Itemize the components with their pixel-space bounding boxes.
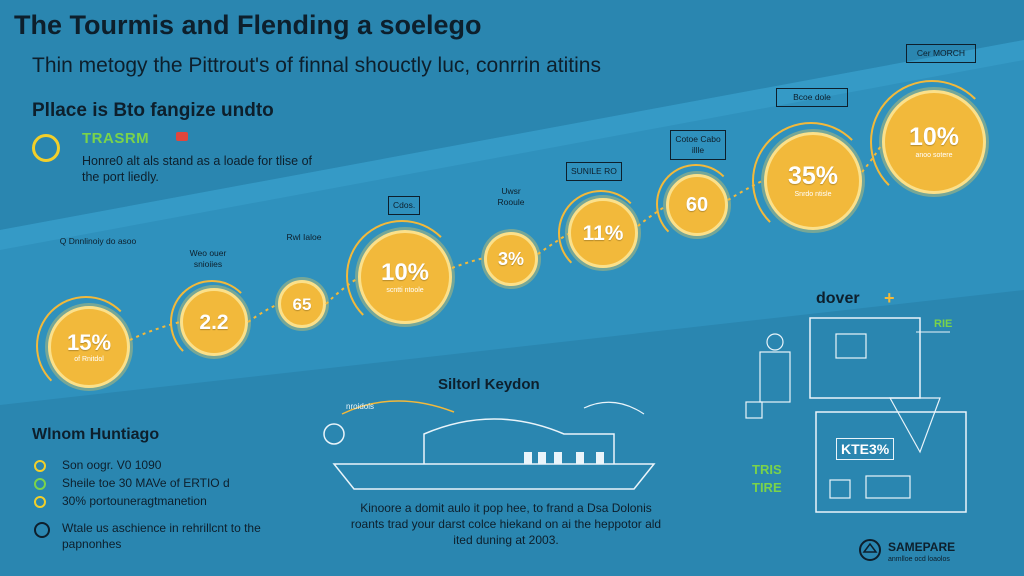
building-badge-b: TRIS <box>752 462 782 477</box>
step-value-7: 60 <box>685 194 709 216</box>
intro-heading: Pllace is Bto fangize undto <box>32 100 274 121</box>
brand-logo-icon <box>859 539 881 561</box>
history-item-4: Wtale us aschience in rehrillcnt to the … <box>62 521 261 551</box>
step-value-8: 35% <box>787 162 839 190</box>
building-illustration <box>745 317 967 513</box>
step-arc <box>558 190 644 276</box>
step-circle-5: 3% <box>484 232 538 286</box>
step-label-7: Cotoe Cabo illle <box>670 130 726 160</box>
step-caption-8: Snrdo ntisle <box>794 191 832 198</box>
step-arc <box>170 280 254 364</box>
map-note: Kinoore a domit aulo it pop hee, to fran… <box>350 501 662 547</box>
step-arc <box>870 80 994 204</box>
footer-brand: SAMEPARE <box>888 540 956 554</box>
step-value-2: 2.2 <box>199 310 229 334</box>
plus-icon: + <box>884 288 895 308</box>
footer-tagline: anmlloe ocd loaolos <box>888 556 950 563</box>
step-caption-1: of Rnitdol <box>74 355 104 363</box>
bullet-icon <box>34 460 46 472</box>
history-title: Wlnom Huntiago <box>32 426 160 443</box>
step-circle-2: 2.2 <box>180 288 248 356</box>
page-subtitle: Thin metogy the Pittrout's of finnal sho… <box>32 54 601 77</box>
step-value-6: 11% <box>582 221 624 245</box>
building-stat: KTE3% <box>836 438 895 460</box>
step-label-3: Rwl Ialoe <box>286 232 322 242</box>
flag-icon <box>176 132 188 141</box>
step-circle-6: 11% <box>568 198 638 268</box>
step-label-4: Cdos. <box>388 196 421 215</box>
step-label-1: Q Dnnlinoiy do asoo <box>59 236 137 246</box>
step-circle-8: 35% Snrdo ntisle <box>764 132 862 230</box>
step-circle-4: 10% scntti ntoole <box>358 230 452 324</box>
step-label-9: Cer MORCH <box>906 44 976 63</box>
history-item-3: 30% portouneragtmanetion <box>62 494 207 508</box>
step-arc <box>752 122 870 240</box>
page-title: The Tourmis and Flending a soelego <box>14 10 482 40</box>
step-value-3: 65 <box>292 294 312 314</box>
step-value-4: 10% <box>380 258 430 286</box>
map-title: Siltorl Keydon <box>438 376 540 393</box>
step-circle-3: 65 <box>278 280 326 328</box>
history-item-2: Sheile toe 30 MAVe of ERTIO d <box>62 476 230 490</box>
step-label-8: Bcoe dole <box>776 88 848 107</box>
step-caption-4: scntti ntoole <box>386 286 424 294</box>
bullet-icon <box>34 496 46 508</box>
step-circle-9: 10% anoo sotere <box>882 90 986 194</box>
step-label-5: Uwsr Rooule <box>497 186 525 207</box>
step-value-9: 10% <box>908 123 960 151</box>
legend-badge: TRASRM <box>82 130 150 147</box>
step-value-1: 15% <box>66 329 112 355</box>
step-circle-7: 60 <box>666 174 728 236</box>
globe-icon <box>34 522 50 538</box>
legend-ring-icon <box>32 134 60 162</box>
step-label-6: SUNILE RO <box>566 162 622 181</box>
step-arc <box>346 220 458 332</box>
step-caption-9: anoo sotere <box>915 152 953 159</box>
step-value-5: 3% <box>497 249 524 269</box>
city-illustration <box>323 400 656 490</box>
plane-label: nroidols <box>346 402 375 411</box>
building-badge-c: TIRE <box>752 480 782 495</box>
building-label: dover <box>816 290 860 307</box>
intro-description: Honre0 alt als stand as a loade for tlis… <box>82 154 312 184</box>
building-badge-a: RIE <box>934 318 953 330</box>
step-arc <box>36 296 136 396</box>
step-label-2: Weo ouer snioiies <box>189 248 227 269</box>
bullet-icon <box>34 478 46 490</box>
step-arc <box>656 164 736 244</box>
history-item-1: Son oogr. V0 1090 <box>62 458 162 472</box>
step-circle-1: 15% of Rnitdol <box>48 306 130 388</box>
